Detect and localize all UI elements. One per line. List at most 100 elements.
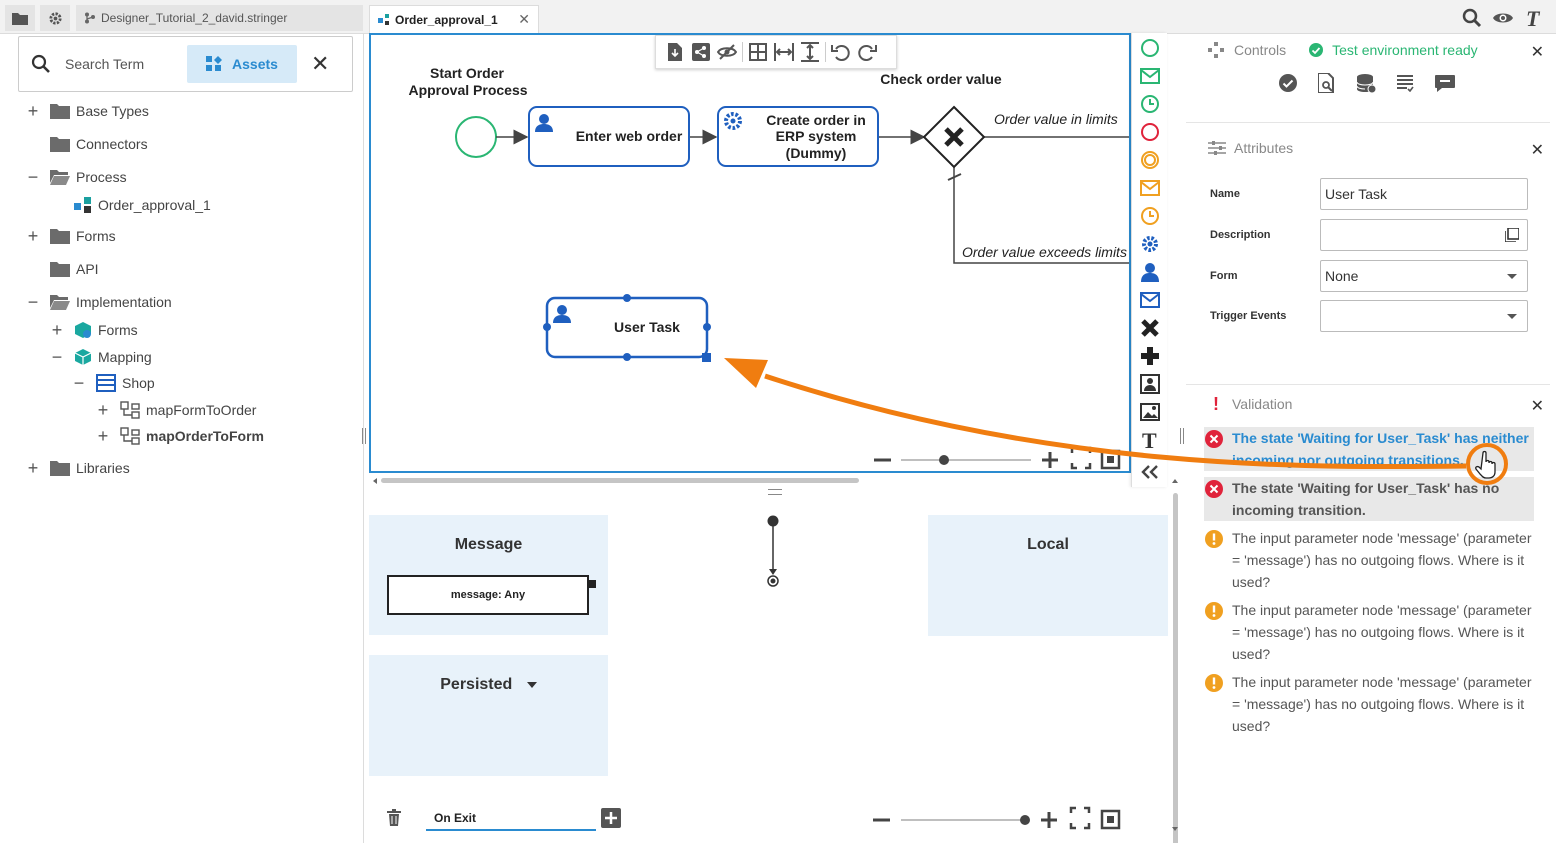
zoom-slider-thumb[interactable]	[939, 455, 949, 465]
palette-message-task[interactable]	[1139, 289, 1161, 311]
expand-icon[interactable]: +	[97, 399, 109, 420]
hide-button[interactable]	[716, 41, 738, 63]
add-tab-icon[interactable]	[601, 808, 621, 828]
tree-item-implementation[interactable]: − Implementation	[24, 291, 172, 313]
validation-warning-3[interactable]: The input parameter node 'message' (para…	[1204, 671, 1534, 737]
process-canvas[interactable]: Start Order Approval Process Enter web o…	[369, 33, 1131, 473]
message-container[interactable]: Message message: Any	[369, 515, 608, 635]
start-event[interactable]	[455, 116, 497, 158]
handle-right[interactable]	[703, 323, 711, 331]
tree-item-shop[interactable]: − Shop	[70, 372, 155, 394]
vertical-scrollbar[interactable]	[1170, 33, 1180, 843]
expand-icon[interactable]: +	[27, 100, 39, 121]
console-button[interactable]	[1434, 74, 1456, 92]
horizontal-splitter-handle[interactable]	[768, 489, 782, 495]
tree-item-libraries[interactable]: + Libraries	[24, 457, 130, 479]
collapse-icon[interactable]: −	[27, 166, 39, 187]
palette-start-event[interactable]	[1139, 37, 1161, 59]
task-create-order[interactable]	[717, 106, 879, 167]
close-validation-icon[interactable]: ✕	[1530, 398, 1544, 415]
fullscreen-icon[interactable]	[1100, 809, 1121, 830]
zoom-in-button[interactable]	[1041, 812, 1057, 828]
on-exit-tab[interactable]: On Exit	[426, 807, 596, 831]
palette-message-intermediate[interactable]	[1139, 177, 1161, 199]
tree-item-mapping[interactable]: − Mapping	[48, 346, 152, 368]
trash-icon[interactable]	[386, 809, 402, 827]
palette-text[interactable]: T	[1139, 429, 1161, 451]
expand-icon[interactable]: +	[27, 457, 39, 478]
scrollbar-thumb[interactable]	[381, 478, 859, 483]
tree-item-base-types[interactable]: + Base Types	[24, 100, 149, 122]
fit-screen-icon[interactable]	[1069, 806, 1091, 830]
tab-designer[interactable]: Designer_Tutorial_2_david.stringer	[76, 5, 363, 31]
inspect-button[interactable]	[1318, 73, 1336, 93]
palette-service-task[interactable]	[1139, 233, 1161, 255]
palette-message-start[interactable]	[1139, 65, 1161, 87]
text-style-icon[interactable]: T	[1524, 7, 1544, 29]
local-container[interactable]: Local	[928, 515, 1168, 636]
persisted-container[interactable]: Persisted	[369, 655, 608, 776]
clear-search-icon[interactable]: ✕	[311, 51, 330, 76]
palette-image[interactable]	[1139, 401, 1161, 423]
palette-timer-start[interactable]	[1139, 93, 1161, 115]
tree-item-map-order-to-form[interactable]: + mapOrderToForm	[94, 425, 264, 447]
redo-button[interactable]	[856, 41, 878, 63]
description-field[interactable]	[1320, 219, 1528, 251]
assets-filter-button[interactable]: Assets	[187, 45, 297, 83]
palette-user-task[interactable]	[1139, 261, 1161, 283]
flow-exceeds-limits[interactable]	[953, 167, 1131, 264]
collapse-icon[interactable]: −	[73, 372, 85, 393]
eye-icon[interactable]	[1492, 10, 1514, 26]
expand-icon[interactable]: +	[51, 319, 63, 340]
palette-end-event[interactable]	[1139, 121, 1161, 143]
tree-item-order-approval[interactable]: Order_approval_1	[74, 194, 211, 216]
validation-error-1[interactable]: The state 'Waiting for User_Task' has ne…	[1204, 427, 1534, 471]
collapse-icon[interactable]: −	[51, 346, 63, 367]
expand-icon[interactable]: +	[27, 225, 39, 246]
undo-button[interactable]	[830, 41, 852, 63]
close-attributes-icon[interactable]: ✕	[1530, 142, 1544, 159]
expand-icon[interactable]: +	[97, 425, 109, 446]
grid-button[interactable]	[747, 41, 769, 63]
folder-tab-button[interactable]	[5, 5, 35, 31]
search-icon[interactable]	[1462, 8, 1482, 28]
tree-item-connectors[interactable]: + Connectors	[24, 133, 148, 155]
handle-left[interactable]	[543, 323, 551, 331]
form-select[interactable]: None	[1320, 260, 1528, 292]
search-input[interactable]: Search Term	[65, 56, 145, 72]
left-splitter-handle[interactable]	[362, 428, 366, 444]
collapse-icon[interactable]: −	[27, 291, 39, 312]
tree-item-api[interactable]: + API	[24, 258, 99, 280]
mapping-flow[interactable]	[763, 513, 783, 593]
validation-warning-2[interactable]: The input parameter node 'message' (para…	[1204, 599, 1534, 665]
name-field[interactable]: User Task	[1320, 178, 1528, 210]
handle-top[interactable]	[623, 294, 631, 302]
zoom-slider-thumb[interactable]	[1020, 815, 1030, 825]
palette-exclusive-gateway[interactable]	[1139, 317, 1161, 339]
zoom-in-button[interactable]	[1042, 452, 1058, 468]
palette-parallel-gateway[interactable]	[1139, 345, 1161, 367]
close-controls-icon[interactable]: ✕	[1530, 44, 1544, 61]
database-button[interactable]	[1356, 73, 1376, 93]
task-enter-web-order[interactable]	[528, 106, 690, 167]
settings-tab-button[interactable]	[40, 5, 70, 31]
palette-intermediate-event[interactable]	[1139, 149, 1161, 171]
share-button[interactable]	[690, 41, 712, 63]
validate-button[interactable]	[1278, 73, 1298, 93]
tree-item-process[interactable]: − Process	[24, 166, 127, 188]
resize-handle[interactable]	[702, 353, 711, 362]
message-port[interactable]	[588, 580, 596, 588]
export-button[interactable]	[664, 41, 686, 63]
close-tab-icon[interactable]: ✕	[518, 11, 530, 27]
tree-item-map-form-to-order[interactable]: + mapFormToOrder	[94, 399, 257, 421]
handle-bottom[interactable]	[623, 353, 631, 361]
validation-error-2[interactable]: The state 'Waiting for User_Task' has no…	[1204, 477, 1534, 521]
caret-down-icon[interactable]	[526, 681, 537, 688]
tree-item-forms[interactable]: + Forms	[24, 225, 116, 247]
copy-icon[interactable]	[1505, 228, 1519, 242]
distribute-horizontal-button[interactable]	[773, 41, 795, 63]
tree-item-impl-forms[interactable]: + Forms	[48, 319, 138, 341]
validation-warning-1[interactable]: The input parameter node 'message' (para…	[1204, 527, 1534, 593]
message-node[interactable]: message: Any	[387, 575, 589, 615]
tab-order-approval[interactable]: Order_approval_1 ✕	[369, 5, 539, 34]
